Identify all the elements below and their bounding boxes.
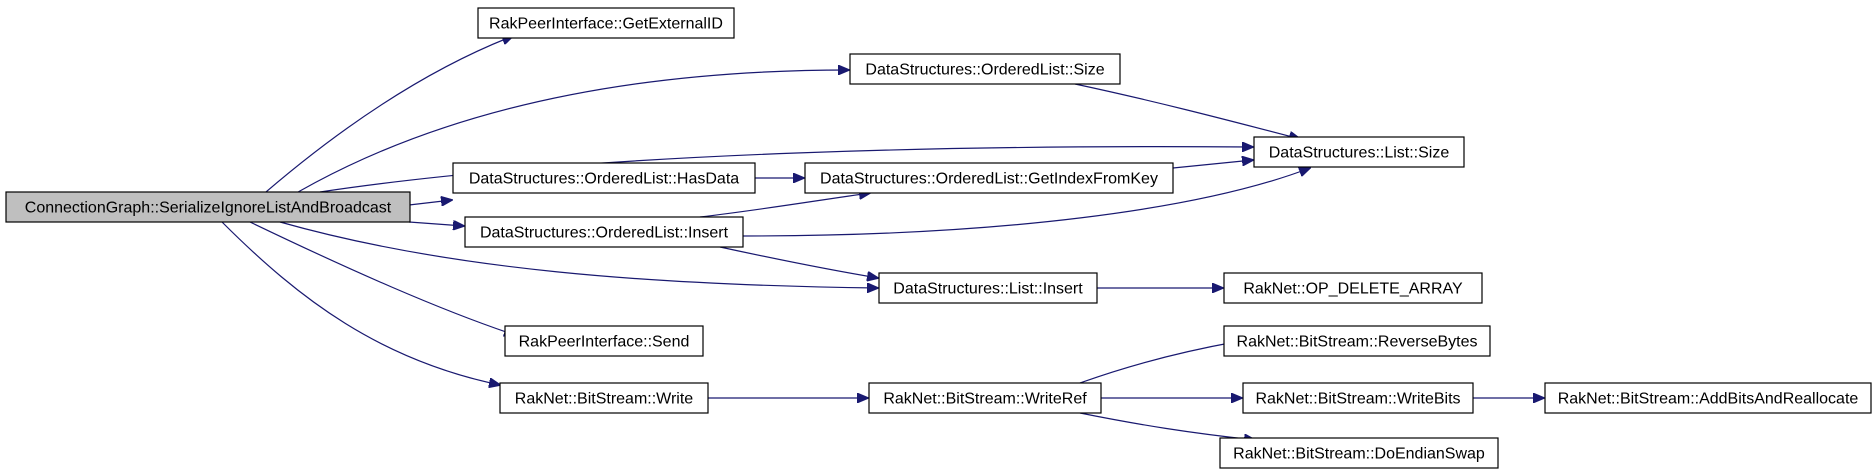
node-olGetIndexFromKey[interactable]: DataStructures::OrderedList::GetIndexFro…	[804, 162, 1174, 194]
edge-bsWriteRef-to-bsDoEndianSwap	[1079, 412, 1255, 440]
node-label: DataStructures::OrderedList::GetIndexFro…	[820, 171, 1158, 188]
edge-root-to-olSize	[249, 70, 849, 223]
node-box	[1253, 136, 1465, 168]
edge-root-to-olHasData	[408, 200, 452, 205]
node-listSize[interactable]: DataStructures::List::Size	[1253, 136, 1465, 168]
edge-root-to-bsWrite	[221, 221, 500, 385]
nodes-layer: ConnectionGraph::SerializeIgnoreListAndB…	[5, 7, 1872, 469]
node-box	[5, 191, 411, 223]
node-opDeleteArray[interactable]: RakNet::OP_DELETE_ARRAY	[1223, 272, 1483, 304]
node-label: ConnectionGraph::SerializeIgnoreListAndB…	[25, 200, 392, 217]
edge-bsWriteRef-to-bsReverseBytes	[1079, 342, 1235, 384]
node-send[interactable]: RakPeerInterface::Send	[504, 325, 704, 357]
node-box	[464, 216, 744, 248]
edge-olGetIndexFromKey-to-listSize	[1172, 160, 1253, 169]
node-bsWrite[interactable]: RakNet::BitStream::Write	[499, 382, 709, 414]
node-box	[1219, 437, 1499, 469]
node-bsDoEndianSwap[interactable]: RakNet::BitStream::DoEndianSwap	[1219, 437, 1499, 469]
edge-olSize-to-listSize	[1074, 83, 1300, 139]
node-bsWriteBits[interactable]: RakNet::BitStream::WriteBits	[1242, 382, 1474, 414]
node-label: DataStructures::List::Size	[1269, 145, 1450, 162]
node-getExternalID[interactable]: RakPeerInterface::GetExternalID	[477, 7, 735, 39]
node-label: RakPeerInterface::Send	[519, 334, 690, 351]
node-box	[868, 382, 1102, 414]
node-bsWriteRef[interactable]: RakNet::BitStream::WriteRef	[868, 382, 1102, 414]
node-box	[499, 382, 709, 414]
node-label: RakNet::BitStream::WriteRef	[883, 391, 1087, 408]
node-label: RakNet::BitStream::Write	[515, 391, 694, 408]
node-label: RakNet::OP_DELETE_ARRAY	[1243, 281, 1463, 298]
edge-olInsert-to-listInsert	[719, 246, 878, 278]
node-label: RakNet::BitStream::WriteBits	[1255, 391, 1460, 408]
node-label: RakNet::BitStream::DoEndianSwap	[1233, 446, 1485, 463]
edge-root-to-listInsert	[279, 221, 878, 288]
node-root[interactable]: ConnectionGraph::SerializeIgnoreListAndB…	[5, 191, 411, 223]
node-label: DataStructures::OrderedList::HasData	[469, 171, 739, 188]
node-box	[804, 162, 1174, 194]
node-box	[477, 7, 735, 39]
node-box	[849, 53, 1121, 85]
node-label: RakPeerInterface::GetExternalID	[489, 16, 723, 33]
node-box	[1223, 272, 1483, 304]
node-bsReverseBytes[interactable]: RakNet::BitStream::ReverseBytes	[1223, 325, 1491, 357]
edge-root-to-olInsert	[408, 222, 464, 226]
edges-layer	[221, 36, 1544, 440]
node-olInsert[interactable]: DataStructures::OrderedList::Insert	[464, 216, 744, 248]
node-listInsert[interactable]: DataStructures::List::Insert	[878, 272, 1098, 304]
node-box	[1242, 382, 1474, 414]
node-box	[1223, 325, 1491, 357]
node-box	[504, 325, 704, 357]
node-label: DataStructures::OrderedList::Insert	[480, 225, 729, 242]
edge-root-to-send	[249, 221, 515, 335]
node-olSize[interactable]: DataStructures::OrderedList::Size	[849, 53, 1121, 85]
node-olHasData[interactable]: DataStructures::OrderedList::HasData	[452, 162, 756, 194]
edge-olInsert-to-listSize	[742, 168, 1310, 237]
node-label: RakNet::BitStream::AddBitsAndReallocate	[1558, 391, 1859, 408]
node-label: RakNet::BitStream::ReverseBytes	[1237, 334, 1478, 351]
node-label: DataStructures::List::Insert	[893, 281, 1083, 298]
node-box	[452, 162, 756, 194]
node-box	[1544, 382, 1872, 414]
edge-root-to-listSize	[319, 147, 1253, 193]
node-box	[878, 272, 1098, 304]
node-bsAddBitsAndReallocate[interactable]: RakNet::BitStream::AddBitsAndReallocate	[1544, 382, 1872, 414]
edge-olInsert-to-olGetIndexFromKey	[699, 193, 870, 218]
node-label: DataStructures::OrderedList::Size	[865, 62, 1104, 79]
